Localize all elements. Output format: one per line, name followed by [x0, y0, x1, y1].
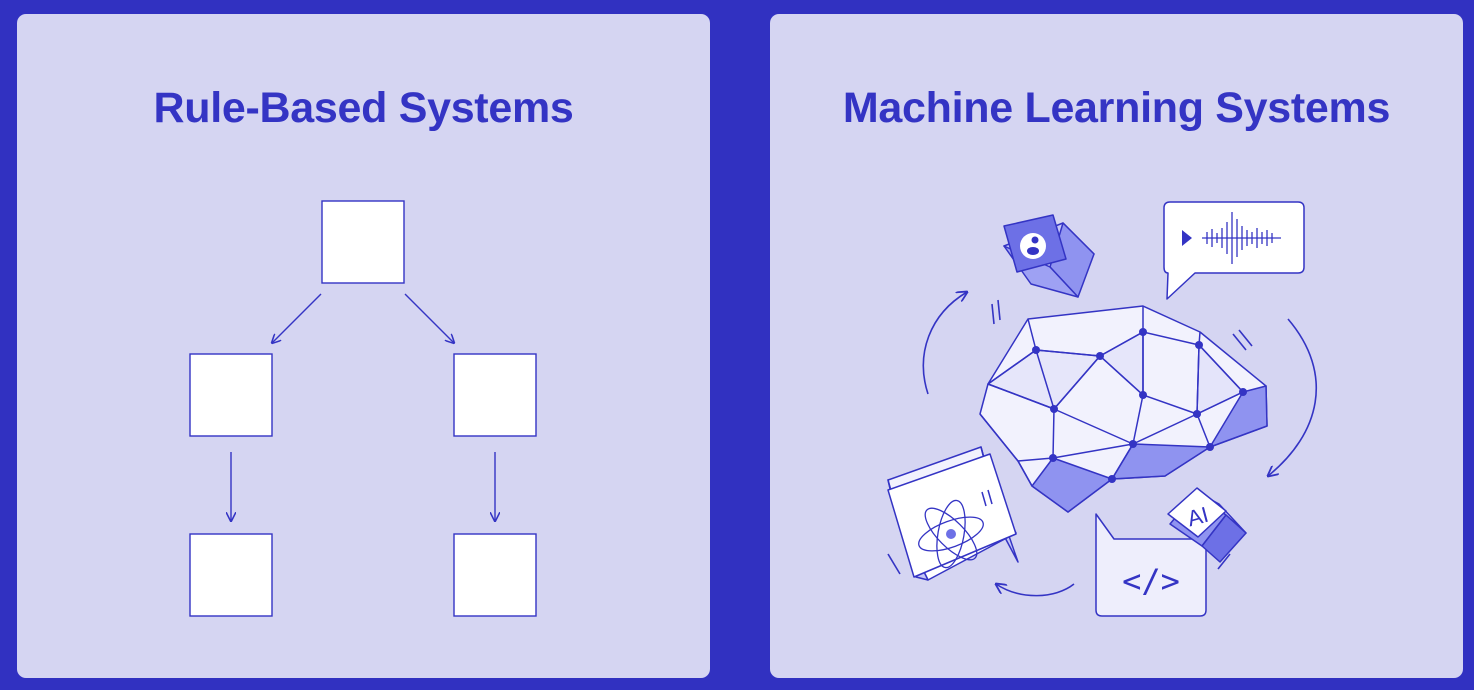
flowchart-arrow-right — [404, 293, 454, 343]
brain-mesh — [979, 305, 1268, 513]
user-cube-icon — [1003, 214, 1095, 298]
atom-cube-icon — [887, 446, 1019, 581]
flowchart-arrow-left — [272, 293, 322, 343]
rule-based-flowchart — [189, 200, 537, 617]
rule-based-title: Rule-Based Systems — [153, 84, 574, 132]
machine-learning-illustration: </> AI — [887, 201, 1318, 617]
flowchart-root-node — [321, 200, 405, 284]
audio-waveform-bubble-icon — [1163, 201, 1305, 300]
code-symbol: </> — [1122, 562, 1180, 600]
code-bubble-icon: </> — [1095, 513, 1207, 617]
cycle-arrow-icon — [887, 292, 1318, 597]
rule-based-panel: Rule-Based Systems — [17, 14, 710, 678]
machine-learning-panel: Machine Learning Systems — [770, 14, 1463, 678]
flowchart-right-node — [453, 353, 537, 437]
machine-learning-title: Machine Learning Systems — [842, 84, 1391, 132]
flowchart-left-leaf-node — [189, 533, 273, 617]
flowchart-left-node — [189, 353, 273, 437]
ai-cube-icon: AI — [1167, 487, 1247, 563]
flowchart-right-leaf-node — [453, 533, 537, 617]
